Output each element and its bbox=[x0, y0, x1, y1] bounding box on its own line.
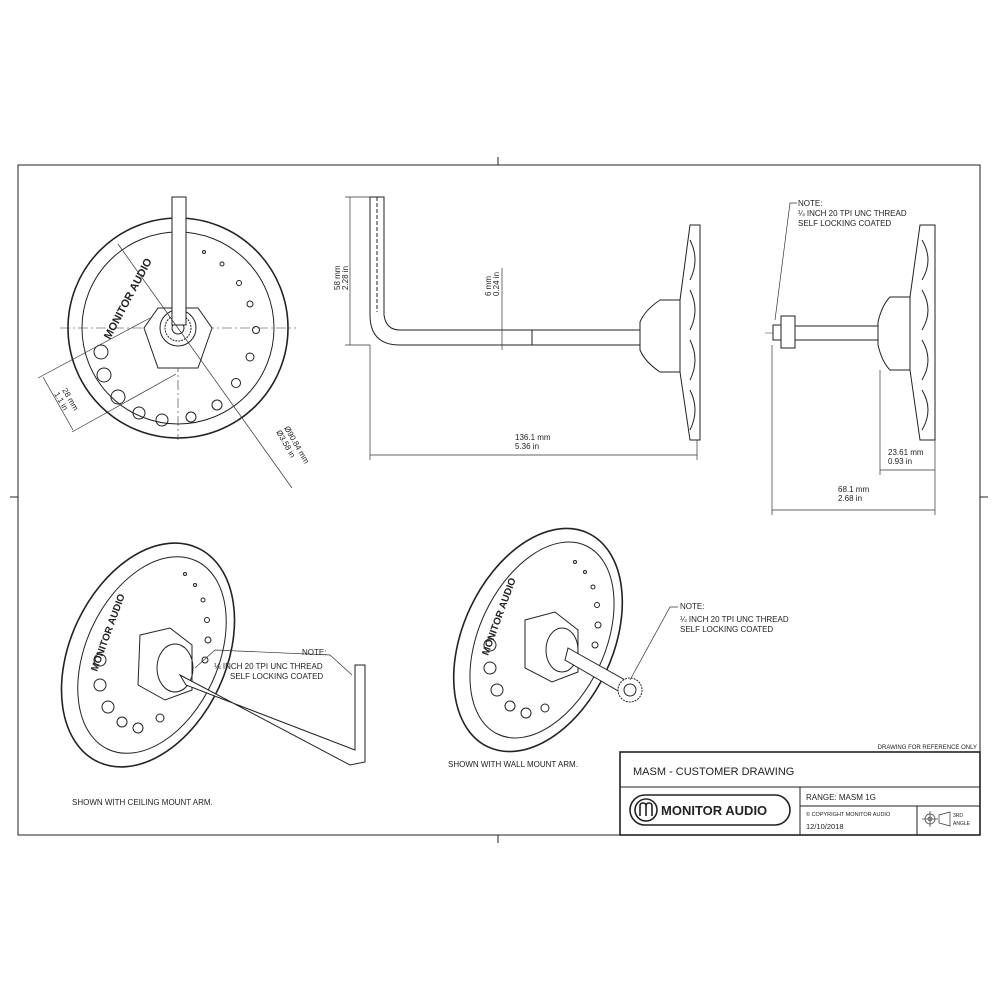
note-title: NOTE: bbox=[680, 602, 704, 611]
note-thread: ¼ INCH 20 TPI UNC THREAD bbox=[680, 615, 789, 624]
third-angle-projection-icon: 3RD ANGLE bbox=[922, 811, 971, 827]
drawing-frame bbox=[10, 157, 988, 843]
dim-rod-mm: 6 mm bbox=[484, 276, 493, 296]
note-title: NOTE: bbox=[302, 648, 326, 657]
mount-arm bbox=[171, 196, 187, 326]
wall-iso-view: MONITOR AUDIO NOTE: ¼ INCH 20 TPI UNC TH… bbox=[448, 527, 789, 769]
title-block: DRAWING FOR REFERENCE ONLY MASM - CUSTOM… bbox=[619, 745, 981, 836]
drawing-title: MASM - CUSTOMER DRAWING bbox=[633, 766, 794, 778]
dim-total-in: 2.68 in bbox=[838, 494, 862, 503]
front-view: MONITOR AUDIO 28 mm 1.1 in Ø90.84 mm Ø3.… bbox=[37, 196, 311, 489]
note-coating: SELF LOCKING COATED bbox=[798, 219, 891, 228]
copyright: © COPYRIGHT MONITOR AUDIO bbox=[806, 811, 891, 818]
disc-edge bbox=[679, 224, 701, 441]
ceiling-arm bbox=[178, 664, 366, 766]
lock-nut bbox=[780, 315, 796, 349]
monitor-audio-logo: MONITOR AUDIO bbox=[629, 794, 791, 826]
dim-hub-mm: 23.61 mm bbox=[888, 448, 924, 457]
dim-height-in: 2.28 in bbox=[341, 266, 350, 290]
dim-total-mm: 68.1 mm bbox=[838, 485, 869, 494]
dim-height-mm: 58 mm bbox=[333, 265, 342, 290]
projection-line1: 3RD bbox=[953, 813, 963, 819]
drawing-date: 12/10/2018 bbox=[806, 822, 844, 831]
projection-line2: ANGLE bbox=[953, 821, 971, 827]
wall-side-view: NOTE: ¼ INCH 20 TPI UNC THREAD SELF LOCK… bbox=[765, 199, 936, 515]
dim-length-mm: 136.1 mm bbox=[515, 433, 551, 442]
dim-rod-in: 0.24 in bbox=[492, 272, 501, 296]
disc-label: MONITOR AUDIO bbox=[480, 576, 518, 657]
caption-wall: SHOWN WITH WALL MOUNT ARM. bbox=[448, 760, 578, 769]
note-thread: ¼ INCH 20 TPI UNC THREAD bbox=[798, 209, 907, 218]
side-view: 58 mm 2.28 in 6 mm 0.24 in 136.1 mm 5.36… bbox=[333, 196, 701, 460]
dim-hub-in: 0.93 in bbox=[888, 457, 912, 466]
note-coating: SELF LOCKING COATED bbox=[230, 672, 323, 681]
hub-nut bbox=[877, 296, 911, 371]
disc-edge bbox=[909, 224, 936, 441]
hex-nut bbox=[524, 611, 579, 683]
mount-arm bbox=[369, 196, 641, 346]
range-label: RANGE: MASM 1G bbox=[806, 793, 876, 802]
lock-nut bbox=[617, 677, 643, 703]
dim-length-in: 5.36 in bbox=[515, 442, 539, 451]
ceiling-iso-view: MONITOR AUDIO NOTE: ¼ INCH 20 TPI UNC TH… bbox=[60, 542, 366, 807]
note-title: NOTE: bbox=[798, 199, 822, 208]
vent-holes bbox=[93, 250, 260, 427]
note-coating: SELF LOCKING COATED bbox=[680, 625, 773, 634]
logo-text: MONITOR AUDIO bbox=[661, 803, 767, 818]
disc-label: MONITOR AUDIO bbox=[89, 592, 127, 673]
hex-nut bbox=[137, 627, 193, 701]
threaded-rod bbox=[794, 325, 881, 341]
hub-nut bbox=[639, 299, 681, 373]
caption-ceiling: SHOWN WITH CEILING MOUNT ARM. bbox=[72, 798, 213, 807]
reference-note: DRAWING FOR REFERENCE ONLY bbox=[878, 745, 977, 751]
note-thread: ¼ INCH 20 TPI UNC THREAD bbox=[214, 662, 323, 671]
